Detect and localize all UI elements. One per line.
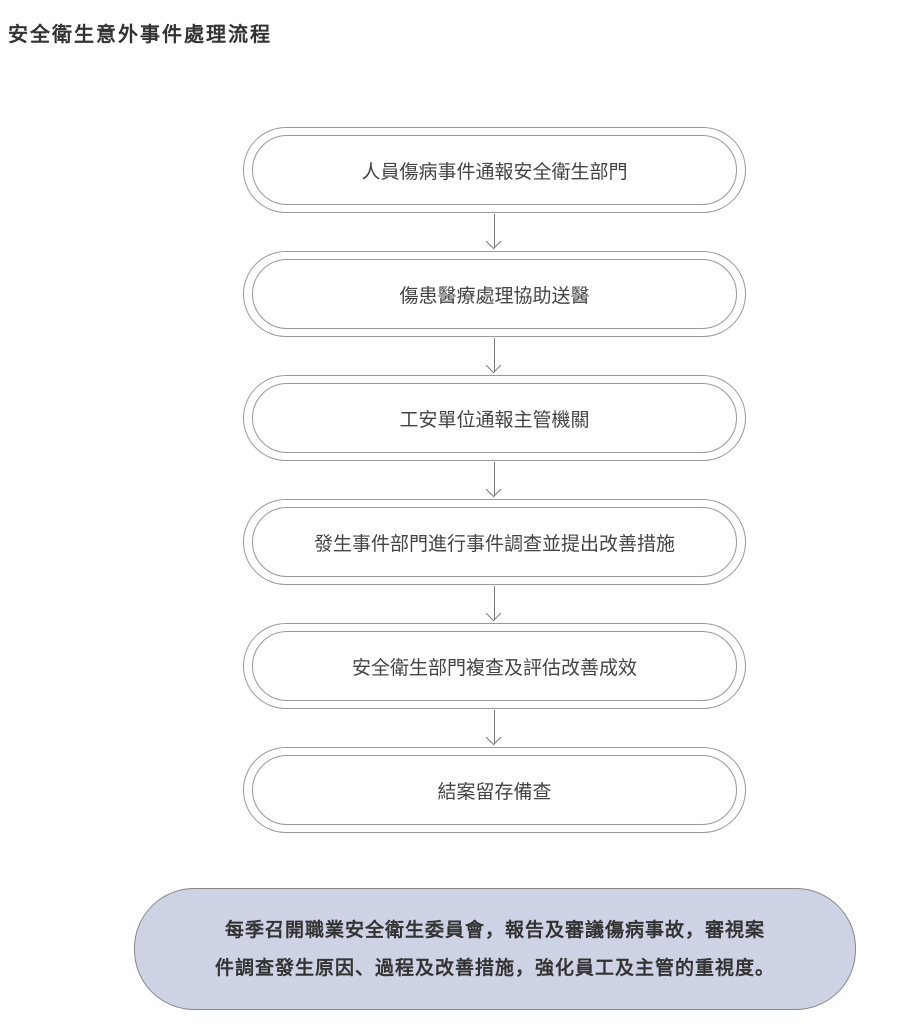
- flow-step-2: 傷患醫療處理協助送醫: [243, 251, 746, 337]
- note-line-1: 每季召開職業安全衛生委員會，報告及審議傷病事故，審視案: [224, 919, 765, 941]
- step-label: 結案留存備查: [252, 755, 737, 825]
- page-title: 安全衛生意外事件處理流程: [8, 22, 272, 46]
- down-arrow-icon: [494, 338, 495, 372]
- down-arrow-icon: [494, 586, 495, 620]
- down-arrow-icon: [494, 462, 495, 496]
- flow-step-5: 安全衛生部門複查及評估改善成效: [243, 623, 746, 709]
- step-label: 發生事件部門進行事件調查並提出改善措施: [252, 507, 737, 577]
- step-label: 安全衛生部門複查及評估改善成效: [252, 631, 737, 701]
- flow-step-6: 結案留存備查: [243, 747, 746, 833]
- committee-note: 每季召開職業安全衛生委員會，報告及審議傷病事故，審視案 件調查發生原因、過程及改…: [134, 888, 856, 1010]
- down-arrow-icon: [494, 214, 495, 248]
- flow-step-4: 發生事件部門進行事件調查並提出改善措施: [243, 499, 746, 585]
- step-label: 傷患醫療處理協助送醫: [252, 259, 737, 329]
- step-label: 人員傷病事件通報安全衛生部門: [252, 135, 737, 205]
- note-line-2: 件調查發生原因、過程及改善措施，強化員工及主管的重視度。: [214, 957, 775, 979]
- flow-step-1: 人員傷病事件通報安全衛生部門: [243, 127, 746, 213]
- step-label: 工安單位通報主管機關: [252, 383, 737, 453]
- down-arrow-icon: [494, 710, 495, 744]
- flow-step-3: 工安單位通報主管機關: [243, 375, 746, 461]
